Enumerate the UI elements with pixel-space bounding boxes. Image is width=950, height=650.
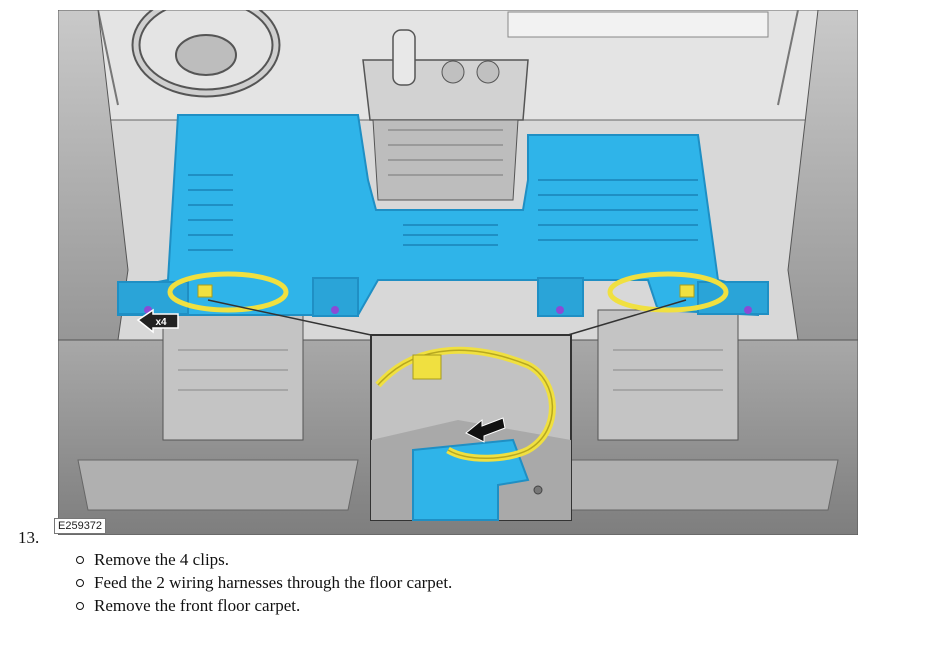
right-seat-well	[597, 309, 739, 441]
instruction-text: Feed the 2 wiring harnesses through the …	[94, 573, 453, 592]
glovebox-area	[507, 11, 769, 38]
center-console	[362, 29, 529, 201]
wiring-harness	[167, 271, 729, 313]
instruction-text: Remove the 4 clips.	[94, 550, 230, 569]
detail-inset	[370, 334, 572, 521]
figure-id-label: E259372	[54, 518, 107, 534]
instruction-item: Remove the front floor carpet.	[74, 594, 452, 617]
front-floor-carpet-diagram: x4	[57, 0, 859, 536]
steering-wheel-icon	[131, 0, 281, 98]
gear-shifter-icon	[392, 29, 416, 86]
instruction-text: Remove the front floor carpet.	[94, 596, 301, 615]
step-number: 13.	[18, 528, 40, 547]
instruction-item: Feed the 2 wiring harnesses through the …	[74, 571, 452, 594]
bullet-icon	[76, 602, 84, 610]
detail-leader-lines	[207, 299, 687, 336]
service-illustration: x4	[57, 0, 859, 536]
front-floor-carpet	[117, 114, 769, 317]
callout-count: x4	[155, 317, 167, 328]
instruction-item: Remove the 4 clips.	[74, 548, 452, 571]
direction-arrow-icon	[465, 417, 506, 443]
left-seat-well	[162, 309, 304, 441]
step-instructions: Remove the 4 clips. Feed the 2 wiring ha…	[74, 548, 452, 617]
clip-count-callout: x4	[136, 308, 179, 334]
bullet-icon	[76, 579, 84, 587]
bullet-icon	[76, 556, 84, 564]
